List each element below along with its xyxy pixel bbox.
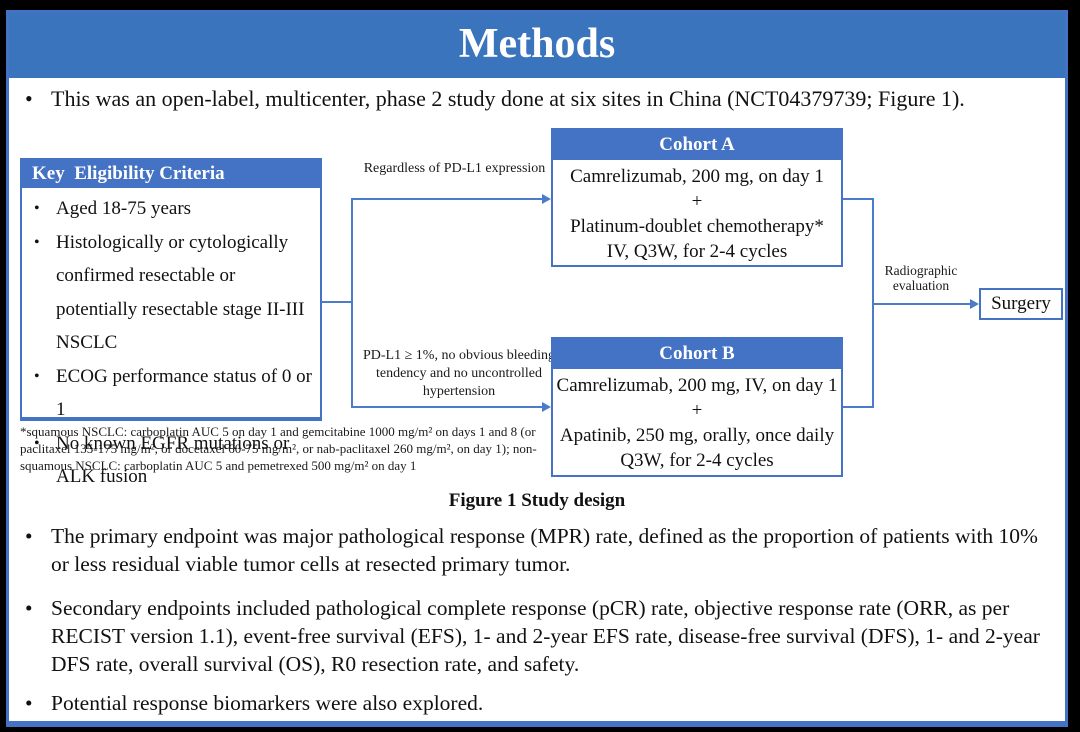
bullet-marker: •	[25, 86, 33, 111]
cohort-a-body: Camrelizumab, 200 mg, on day 1 + Platinu…	[553, 160, 841, 264]
cohort-b-line: Camrelizumab, 200 mg, IV, on day 1	[556, 375, 838, 396]
bullet-marker: •	[34, 434, 40, 452]
bullet-marker: •	[34, 233, 40, 251]
cohort-b-body: Camrelizumab, 200 mg, IV, on day 1 + Apa…	[553, 369, 841, 473]
branch-label-pdl1-positive: PD-L1 ≥ 1%, no obvious bleeding tendency…	[362, 348, 555, 399]
eligibility-item: • ECOG performance status of 0 or 1	[34, 360, 314, 427]
eligibility-box: Key Eligibility Criteria • Aged 18-75 ye…	[20, 158, 322, 487]
cohort-a-header: Cohort A	[553, 130, 841, 160]
branch-label-regardless-pdl1: Regardless of PD-L1 expression	[363, 161, 546, 176]
bullet-marker: •	[25, 524, 33, 548]
cohort-b-line: Q3W, for 2-4 cycles	[620, 450, 774, 471]
connector-to-surgery	[872, 303, 971, 305]
cohort-a-line: Camrelizumab, 200 mg, on day 1	[570, 166, 824, 187]
plus-sign: +	[691, 400, 703, 421]
connector-branch-vertical	[351, 198, 353, 408]
biomarkers-bullet: • Potential response biomarkers were als…	[25, 691, 484, 715]
bullet-marker: •	[25, 691, 33, 715]
bullet-marker: •	[34, 367, 40, 385]
connector-cohort-b-out	[843, 406, 874, 408]
intro-bullet-text: This was an open-label, multicenter, pha…	[51, 86, 965, 111]
cohort-a-box: Cohort A Camrelizumab, 200 mg, on day 1 …	[551, 128, 843, 267]
connector-eligibility-stub	[322, 301, 353, 303]
radiographic-evaluation-label: Radiographic evaluation	[884, 263, 958, 293]
eligibility-item: • No known EGFR mutations or ALK fusion	[34, 427, 314, 494]
eligibility-item: • Histologically or cytologically confir…	[34, 226, 314, 360]
plus-sign: +	[691, 191, 703, 212]
connector-to-cohort-b	[351, 406, 543, 408]
eligibility-list: • Aged 18-75 years • Histologically or c…	[22, 192, 320, 494]
arrowhead-cohort-a	[542, 194, 551, 204]
secondary-endpoints-bullet: • Secondary endpoints included pathologi…	[25, 596, 1040, 676]
eligibility-header: Key Eligibility Criteria	[22, 160, 320, 188]
cohort-b-box: Cohort B Camrelizumab, 200 mg, IV, on da…	[551, 337, 843, 477]
cohort-b-line: Apatinib, 250 mg, orally, once daily	[559, 425, 835, 446]
intro-bullet: • This was an open-label, multicenter, p…	[25, 85, 1057, 113]
eligibility-item: • Aged 18-75 years	[34, 192, 314, 226]
connector-to-cohort-a	[351, 198, 543, 200]
surgery-box: Surgery	[979, 288, 1063, 320]
arrowhead-cohort-b	[542, 402, 551, 412]
bullet-marker: •	[25, 596, 33, 620]
slide-title: Methods	[458, 21, 616, 67]
connector-cohort-a-out	[843, 198, 874, 200]
chemotherapy-footnote: *squamous NSCLC: carboplatin AUC 5 on da…	[20, 424, 537, 473]
slide: Methods • This was an open-label, multic…	[6, 10, 1068, 727]
figure-caption: Figure 1 Study design	[448, 490, 626, 511]
cohort-b-header: Cohort B	[553, 339, 841, 369]
cohort-a-line: Platinum-doublet chemotherapy*	[570, 216, 824, 237]
title-bar: Methods	[9, 13, 1065, 78]
primary-endpoint-bullet: • The primary endpoint was major patholo…	[25, 524, 1038, 576]
arrowhead-surgery	[970, 299, 979, 309]
bullet-marker: •	[34, 200, 40, 217]
cohort-a-line: IV, Q3W, for 2-4 cycles	[606, 241, 788, 262]
